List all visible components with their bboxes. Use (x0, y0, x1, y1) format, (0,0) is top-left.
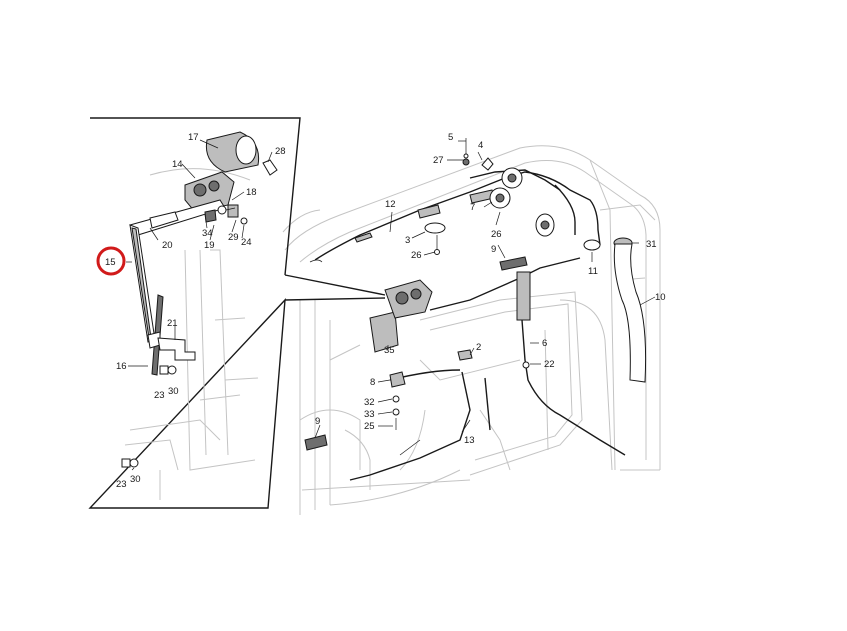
harness-assembly (304, 138, 647, 481)
callout-7: 7 (470, 202, 475, 213)
callout-33: 33 (364, 409, 375, 420)
callout-8: 8 (370, 377, 375, 388)
callout-20: 20 (162, 240, 173, 251)
callout-25: 25 (364, 421, 375, 432)
callout-labels: 17 28 14 18 34 29 24 20 19 15 21 16 23 3… (105, 132, 666, 490)
callout-19: 19 (204, 240, 215, 251)
callout-6: 6 (542, 338, 547, 349)
callout-4: 4 (478, 140, 483, 151)
detail-connector (284, 274, 386, 301)
cab-outline (282, 145, 661, 515)
callout-23-upper: 23 (154, 390, 165, 401)
callout-30-upper: 30 (168, 386, 179, 397)
callout-22: 22 (544, 359, 555, 370)
callout-9-upper: 9 (491, 244, 496, 255)
callout-23-lower: 23 (116, 479, 127, 490)
leader-lines (126, 139, 656, 471)
callout-15: 15 (105, 257, 116, 268)
wiper-motor-assembly (121, 131, 278, 468)
callout-35: 35 (384, 345, 395, 356)
callout-29: 29 (228, 232, 239, 243)
callout-5: 5 (448, 132, 453, 143)
callout-11: 11 (588, 266, 598, 277)
callout-10: 10 (655, 292, 666, 303)
callout-32: 32 (364, 397, 375, 408)
callout-31: 31 (646, 239, 657, 250)
callout-30-lower: 30 (130, 474, 141, 485)
callout-12: 12 (385, 199, 396, 210)
callout-34: 34 (202, 228, 213, 239)
highlight-circle (96, 246, 126, 276)
callout-2: 2 (476, 342, 481, 353)
callout-18: 18 (246, 187, 257, 198)
callout-21: 21 (167, 318, 178, 329)
callout-26-left: 26 (411, 250, 422, 261)
callout-24: 24 (241, 237, 252, 248)
callout-16: 16 (116, 361, 127, 372)
callout-3: 3 (405, 235, 410, 246)
callout-17: 17 (188, 132, 199, 143)
callout-9-lower: 9 (315, 416, 320, 427)
callout-14: 14 (172, 159, 183, 170)
detail-box (88, 117, 301, 509)
callout-27: 27 (433, 155, 444, 166)
callout-26-right: 26 (491, 229, 502, 240)
callout-13: 13 (464, 435, 475, 446)
callout-28: 28 (275, 146, 286, 157)
